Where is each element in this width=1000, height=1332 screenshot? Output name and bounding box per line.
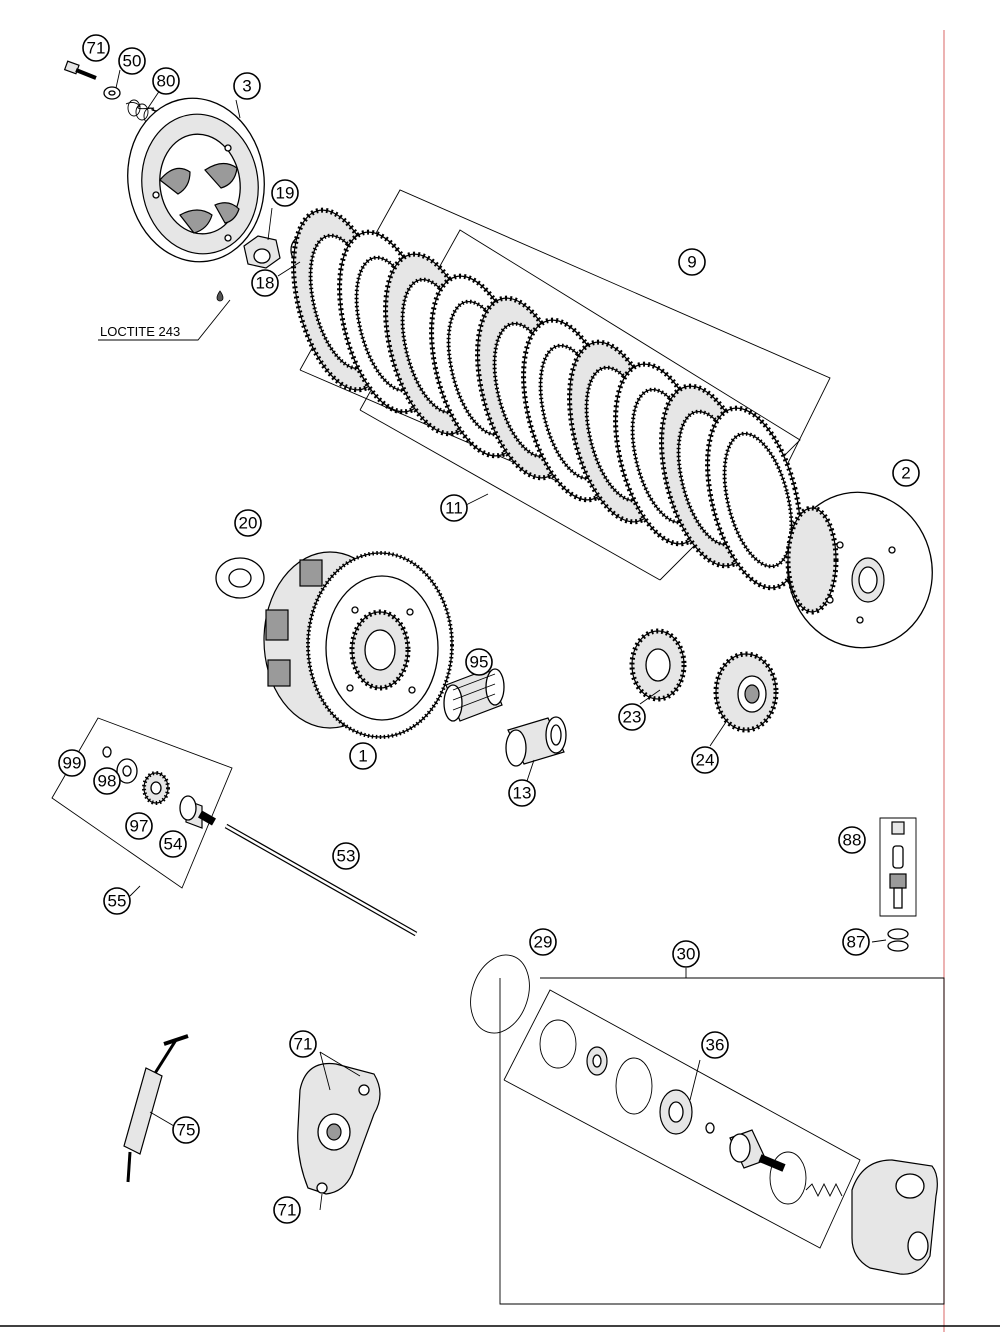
washer-part [103,86,121,100]
svg-text:36: 36 [706,1036,725,1055]
thrust-washer-part [215,557,265,599]
callout-24: 24 [691,746,719,774]
callout-11: 11 [440,494,468,522]
slave-cylinder-group [499,977,945,1305]
svg-text:97: 97 [130,817,149,836]
clutch-basket-part [263,551,454,739]
svg-text:88: 88 [843,831,862,850]
callout-3: 3 [233,72,261,100]
svg-text:2: 2 [901,464,910,483]
svg-text:71: 71 [87,39,106,58]
svg-text:13: 13 [513,784,532,803]
svg-text:11: 11 [445,499,463,518]
callout-leaders [115,69,887,1211]
svg-text:53: 53 [337,847,356,866]
svg-text:29: 29 [534,933,553,952]
callout-54: 54 [159,830,187,858]
callout-9: 9 [678,248,706,276]
callout-55: 55 [103,887,131,915]
svg-text:55: 55 [108,892,127,911]
inner-hub-part [785,491,933,649]
callout-99: 99 [58,749,86,777]
callout-1: 1 [349,742,377,770]
callout-36: 36 [701,1031,729,1059]
needle-bearing-part [443,668,505,722]
nut-part [243,235,281,269]
svg-text:95: 95 [470,653,489,672]
loctite-leader-line [98,299,231,341]
svg-text:80: 80 [157,72,176,91]
svg-text:99: 99 [63,754,82,773]
svg-text:87: 87 [847,933,866,952]
callout-19: 19 [271,179,299,207]
callout-53: 53 [332,842,360,870]
svg-text:30: 30 [677,945,696,964]
svg-text:98: 98 [98,772,117,791]
svg-text:54: 54 [164,835,183,854]
svg-text:1: 1 [358,747,367,766]
callout-80: 80 [152,67,180,95]
svg-text:24: 24 [696,751,715,770]
callout-95: 95 [465,648,493,676]
callout-88: 88 [838,826,866,854]
bushing-part [505,716,567,767]
svg-text:3: 3 [242,77,251,96]
pressure-plate-part [127,97,265,263]
svg-text:23: 23 [623,708,642,727]
gear-24-part [713,651,779,733]
callout-97: 97 [125,812,153,840]
callout-23: 23 [618,703,646,731]
clutch-disc [705,405,803,591]
push-rod-part [224,823,418,937]
callout-71-bolt: 71 [82,34,110,62]
callout-71-cover-bottom: 71 [273,1196,301,1224]
gear-23-part [629,628,687,702]
svg-text:19: 19 [276,184,295,203]
svg-text:20: 20 [239,514,258,533]
release-bearing-group [51,717,233,889]
bleeder-valve-group [879,817,917,917]
svg-text:71: 71 [278,1201,297,1220]
clutch-cover-part [297,1062,381,1195]
callout-50: 50 [118,47,146,75]
loctite-drop-icon [216,290,224,302]
callout-18: 18 [251,269,279,297]
svg-text:9: 9 [687,253,696,272]
svg-text:71: 71 [294,1035,313,1054]
callout-13: 13 [508,779,536,807]
svg-text:75: 75 [177,1121,196,1140]
loctite-note: LOCTITE 243 [100,324,180,339]
grease-syringe-part [123,1034,189,1183]
o-ring-part [470,954,530,1034]
callout-98: 98 [93,767,121,795]
callout-20: 20 [234,509,262,537]
callout-75: 75 [172,1116,200,1144]
clutch-disc-stack [291,189,831,591]
callout-2: 2 [892,459,920,487]
svg-text:50: 50 [123,52,142,71]
bolt-part [63,60,97,80]
callout-87: 87 [842,928,870,956]
svg-text:18: 18 [256,274,275,293]
sealing-washers-part [887,928,909,952]
callout-29: 29 [529,928,557,956]
callout-30: 30 [672,940,700,968]
callout-71-cover-top: 71 [289,1030,317,1058]
